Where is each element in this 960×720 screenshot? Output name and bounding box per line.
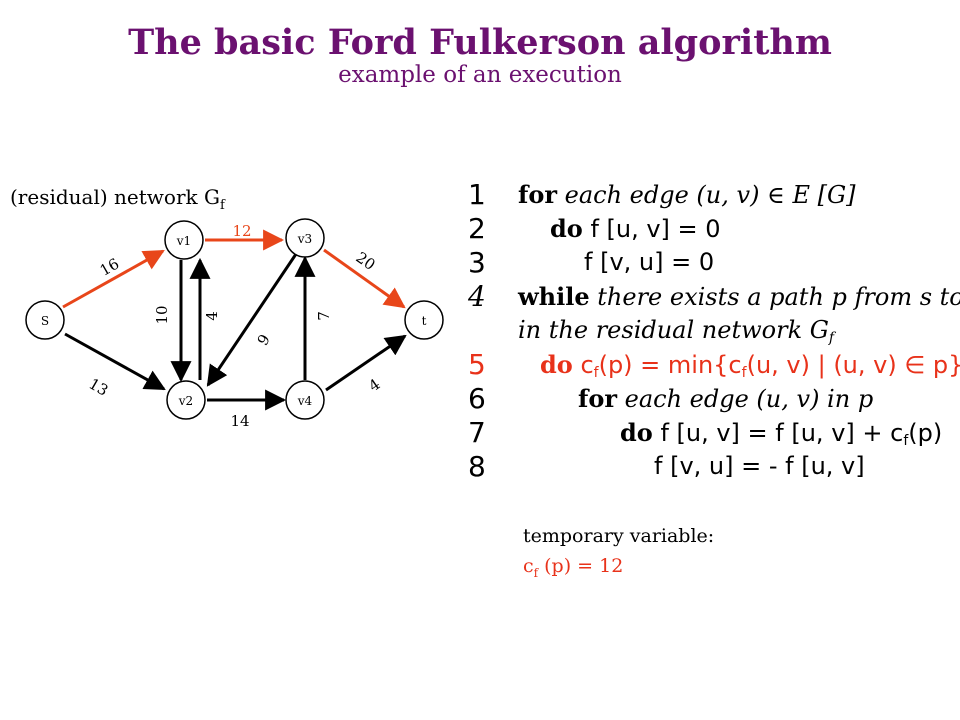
keyword: do [550, 214, 583, 243]
network-label-text: (residual) network G [10, 185, 220, 209]
node-v1: v1 [164, 220, 204, 260]
line-number: 8 [468, 450, 486, 483]
keyword: do [540, 350, 573, 379]
edge-label-v2-v4: 14 [230, 412, 249, 430]
code-text: there exists a path p from s to t [597, 283, 960, 311]
node-t-label: t [422, 314, 427, 328]
slide-title: The basic Ford Fulkerson algorithm [128, 22, 832, 63]
line-number: 1 [468, 178, 486, 211]
node-v3: v3 [285, 218, 325, 258]
code-text: each edge (u, v) in p [624, 385, 874, 413]
temp-var-value: (p) = 12 [538, 555, 624, 577]
edge-label-v1-v2: 10 [153, 305, 171, 324]
temp-var-name: c [523, 555, 534, 577]
node-v4-label: v4 [297, 394, 313, 408]
code-text: in the residual network G [518, 316, 829, 344]
line-number: 7 [468, 416, 486, 449]
node-s-label: S [41, 314, 49, 328]
edge-s-v1 [62, 249, 165, 309]
temp-var-sub: f [533, 565, 539, 580]
code-text: f [v, u] = - f [u, v] [654, 452, 865, 480]
node-v2: v2 [166, 380, 206, 420]
line-number: 6 [468, 382, 486, 415]
network-label: (residual) network Gf [10, 185, 225, 213]
edge-v4-t [325, 334, 407, 392]
line-number: 5 [468, 348, 486, 381]
code-text: cf(p) = min{cf(u, v) | (u, v) ∈ p} [580, 351, 960, 381]
code-text: f [u, v] = 0 [590, 215, 721, 243]
line-number: 3 [468, 246, 486, 279]
code-text: each edge (u, v) ∈ E [G] [564, 181, 856, 209]
edge-label-v1-v3: 12 [232, 222, 251, 240]
edge-v3-v2 [206, 253, 298, 387]
node-v4: v4 [285, 380, 325, 420]
temp-variable-value: cf (p) = 12 [523, 555, 623, 580]
keyword: do [620, 418, 653, 447]
keyword: while [518, 282, 590, 311]
edge-label-s-v2: 13 [86, 375, 112, 400]
code-text: f [u, v] = f [u, v] + cf(p) [660, 419, 943, 449]
edge-label-v2-v1: 4 [203, 311, 221, 321]
node-v2-label: v2 [178, 394, 193, 408]
edge-v3-t [323, 248, 406, 309]
edge-label-v3-v2: 9 [254, 331, 274, 349]
line-number: 4 [468, 280, 486, 313]
node-v3-label: v3 [297, 232, 312, 246]
slide-subtitle: example of an execution [338, 62, 622, 88]
edge-label-v4-v3: 7 [315, 311, 333, 321]
node-t: t [404, 300, 444, 340]
edge-label-v3-t: 20 [353, 248, 379, 274]
keyword: for [578, 384, 617, 413]
edge-s-v2 [64, 332, 166, 391]
node-v1-label: v1 [176, 234, 191, 248]
code-text: f [v, u] = 0 [584, 248, 715, 276]
line-number: 2 [468, 212, 486, 245]
node-s: S [25, 300, 65, 340]
edge-label-v4-t: 4 [365, 375, 383, 395]
temp-variable-label: temporary variable: [523, 525, 715, 547]
keyword: for [518, 180, 557, 209]
network-label-sub: f [219, 198, 225, 213]
